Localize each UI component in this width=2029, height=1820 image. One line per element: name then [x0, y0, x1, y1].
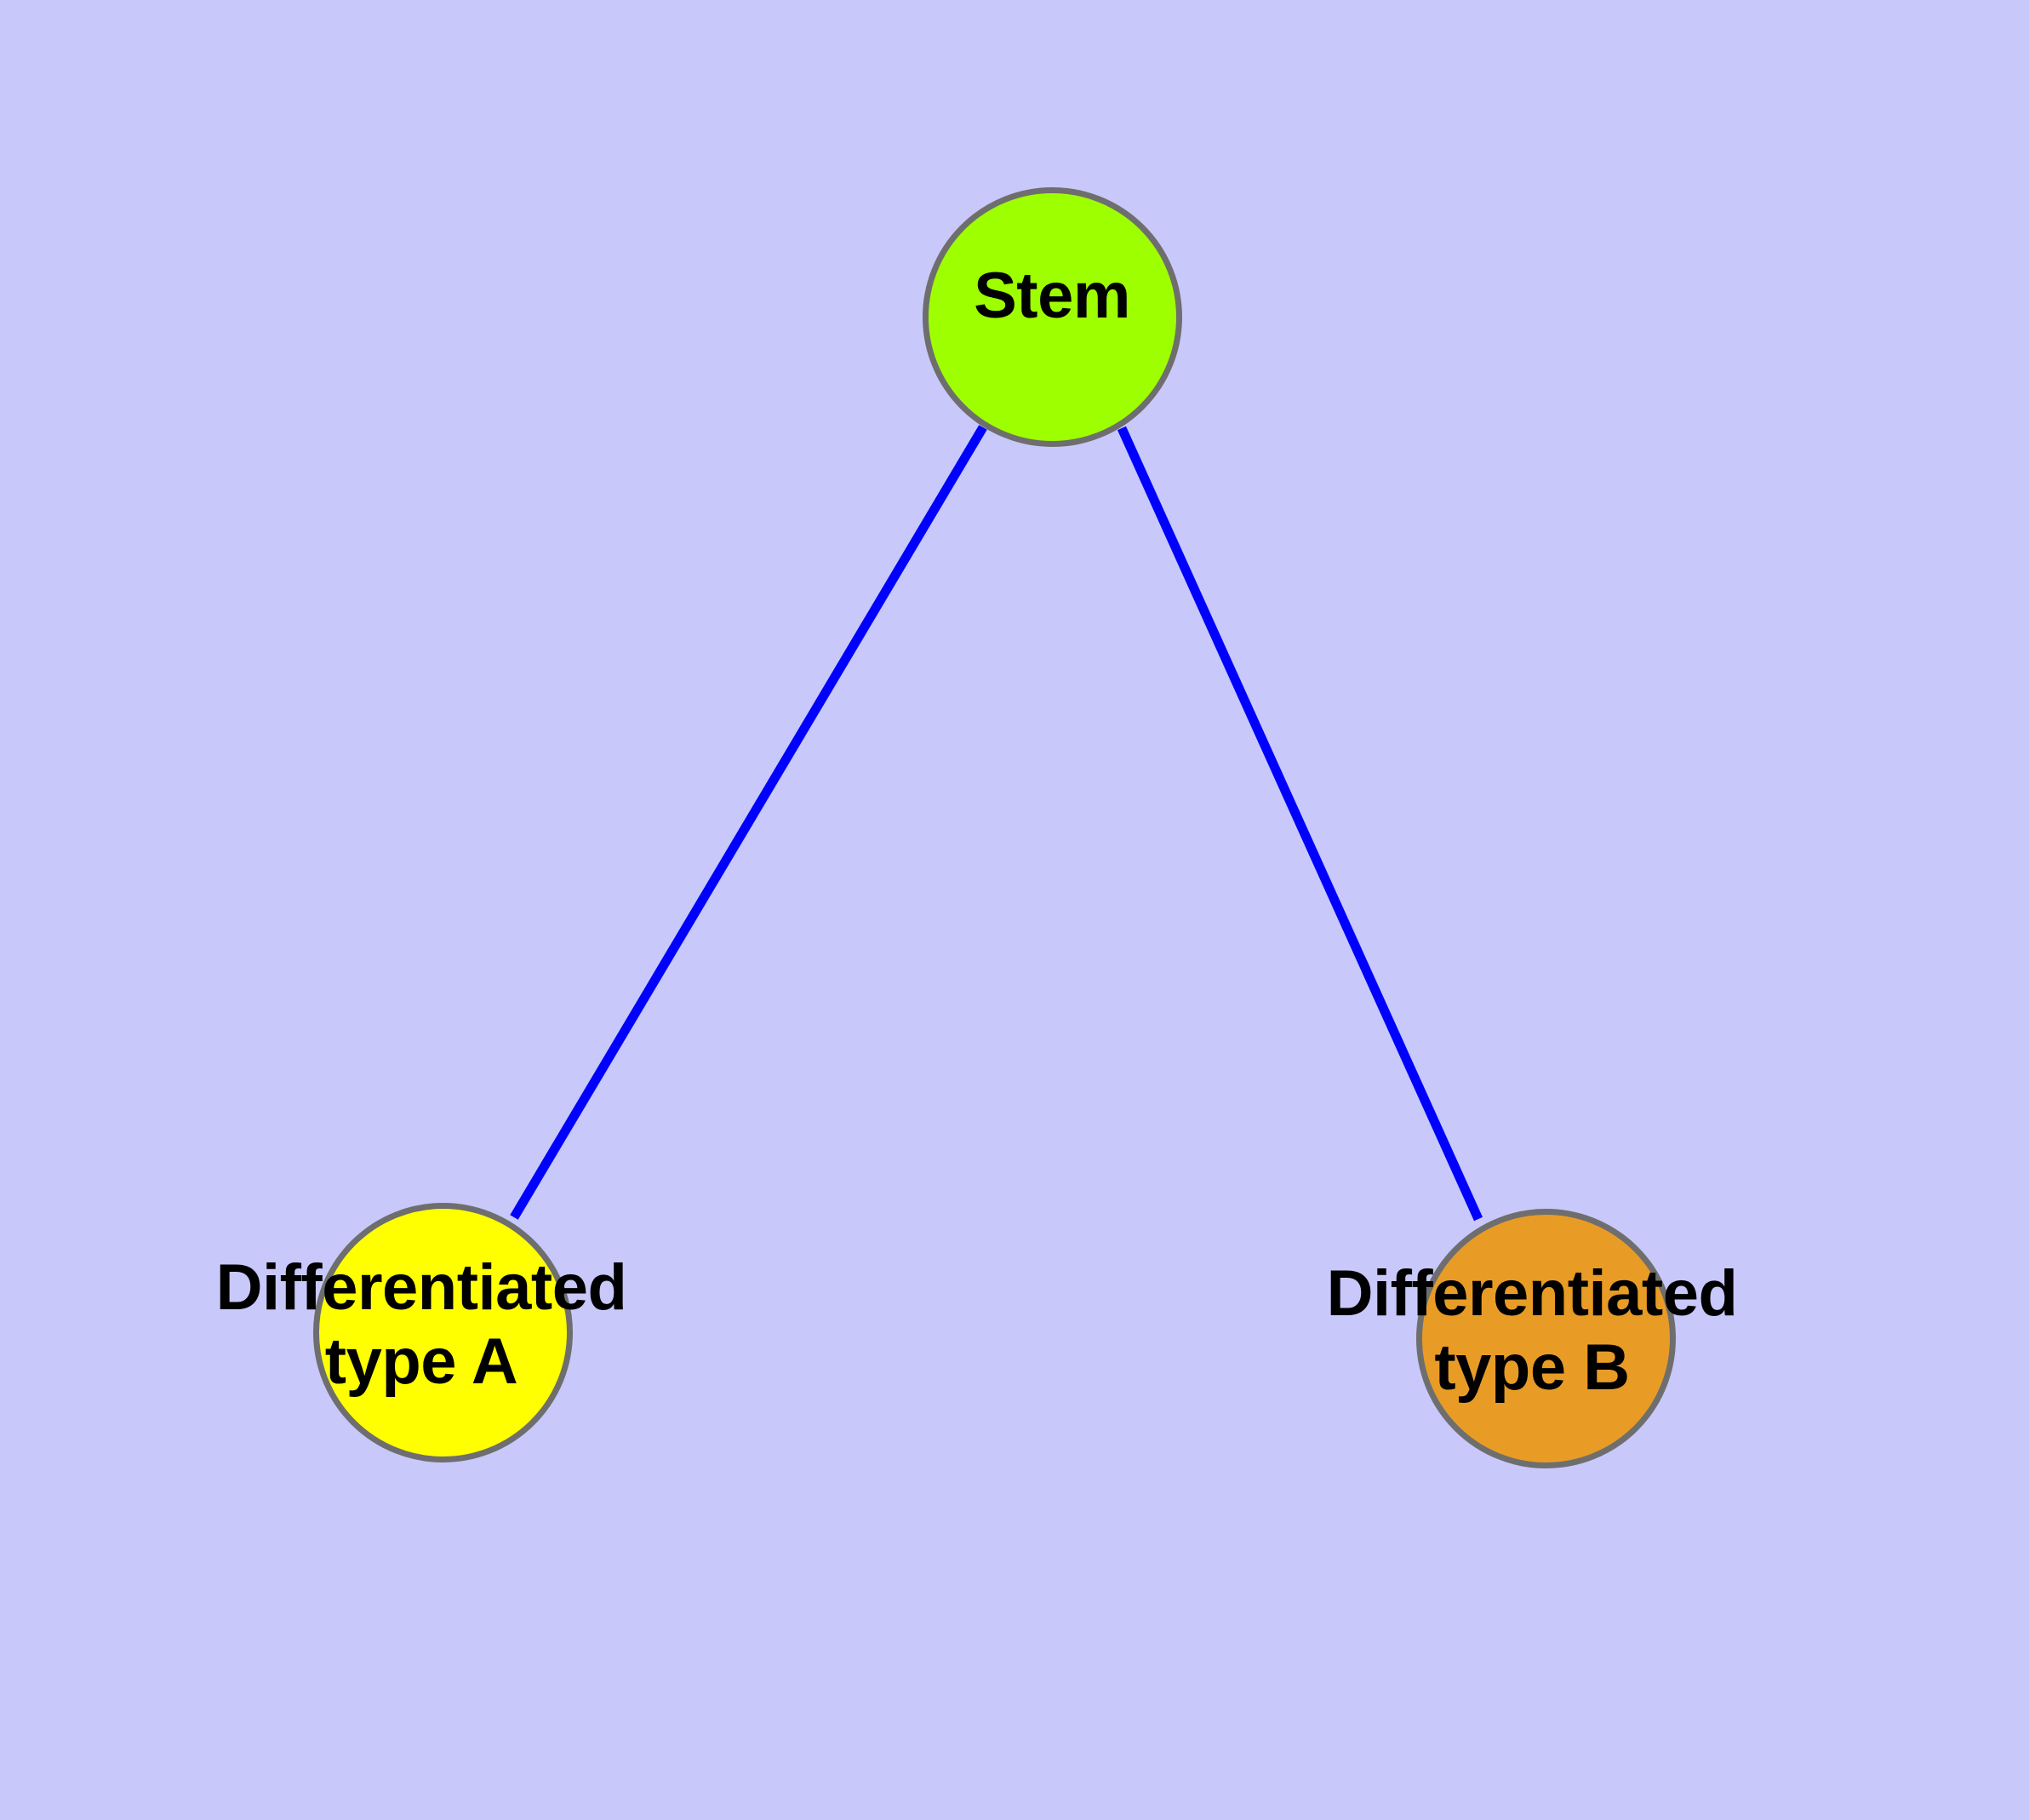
edge-stem-to-differentiated-type-b: [1117, 426, 1483, 1222]
node-differentiated-type-b[interactable]: [1416, 1209, 1676, 1468]
node-differentiated-type-a[interactable]: [313, 1203, 573, 1462]
node-stem[interactable]: [923, 187, 1182, 447]
edge-stem-to-differentiated-type-a: [510, 425, 987, 1220]
